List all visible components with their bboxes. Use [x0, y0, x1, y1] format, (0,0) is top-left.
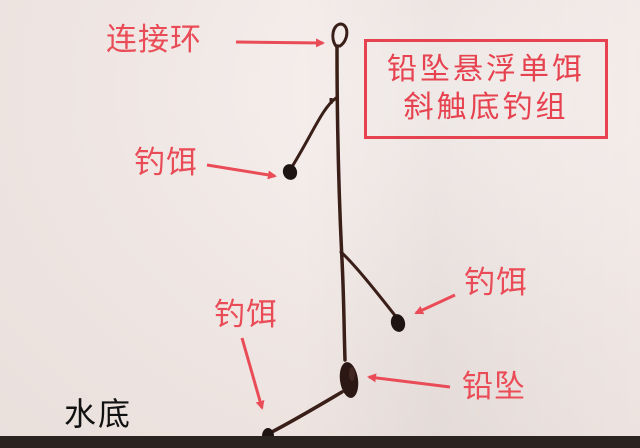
connector-ring [331, 22, 349, 48]
label-bait-upper: 钓饵 [134, 145, 198, 181]
bottom-strip [0, 436, 640, 448]
label-bait-lower: 钓饵 [214, 297, 278, 333]
right-bait-blob [390, 314, 406, 332]
label-sinker: 铅坠 [462, 369, 526, 405]
title-line-1: 铅坠悬浮单饵 [387, 52, 585, 87]
label-connector-ring: 连接环 [106, 22, 202, 58]
arrow-bait-upper [206, 163, 277, 180]
label-bait-right: 钓饵 [464, 265, 528, 301]
label-bottom: 水底 [64, 395, 133, 433]
arrow-bait-lower [240, 337, 265, 410]
lower-branch [266, 390, 344, 436]
main-line [335, 44, 347, 362]
right-branch [339, 250, 399, 320]
upper-branch [288, 96, 338, 172]
upper-bait-blob [282, 164, 298, 180]
arrow-connector-ring [235, 38, 325, 48]
arrow-sinker [367, 373, 451, 389]
title-box: 铅坠悬浮单饵 斜触底钓组 [364, 39, 608, 139]
title-line-2: 斜触底钓组 [403, 90, 569, 125]
arrow-bait-right [414, 293, 456, 315]
